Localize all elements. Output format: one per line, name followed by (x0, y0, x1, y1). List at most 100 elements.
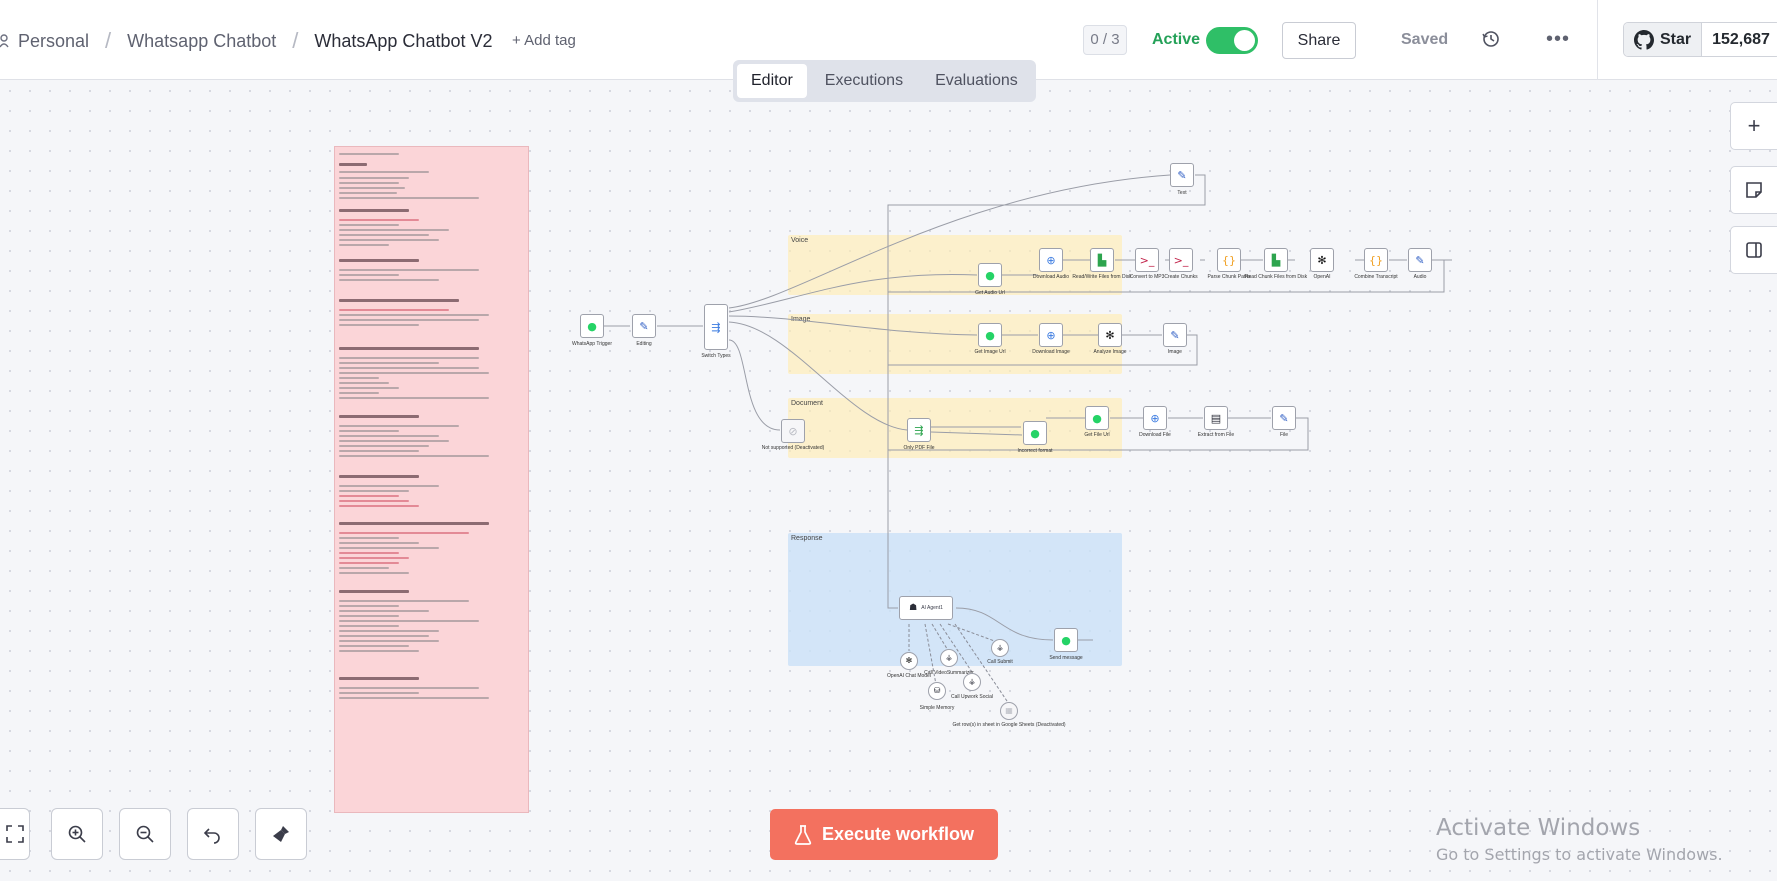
get-row-sheet-node[interactable]: ▦ (1000, 702, 1018, 720)
openai-transcribe-node[interactable]: ✻ (1310, 248, 1334, 272)
sticky-note-text-line (339, 620, 479, 622)
reset-zoom-button[interactable] (187, 808, 239, 860)
sticky-note-text-line (339, 542, 419, 544)
sticky-note-text-line (339, 590, 409, 593)
sticky-note-text-line (339, 163, 367, 166)
breadcrumb-folder[interactable]: Whatsapp Chatbot (127, 30, 277, 51)
workflow-canvas[interactable] (0, 81, 1777, 881)
sticky-note-text-line (339, 387, 399, 389)
sticky-note-text-line (339, 319, 479, 321)
tab-evaluations[interactable]: Evaluations (935, 72, 1018, 89)
sticky-note-text-line (339, 495, 399, 497)
sticky-note-text-line (339, 600, 469, 602)
breadcrumb-project[interactable]: Personal (18, 30, 90, 51)
download-audio-node[interactable]: ⊕ (1039, 248, 1063, 272)
sticky-note-text-line (339, 522, 489, 525)
get-file-url-node[interactable]: ● (1085, 406, 1109, 430)
download-file-node[interactable]: ⊕ (1143, 406, 1167, 430)
share-button[interactable]: Share (1282, 22, 1356, 59)
execute-workflow-button[interactable]: Execute workflow (770, 809, 998, 860)
group-document[interactable]: Document (788, 398, 1122, 458)
call-summarizer-node[interactable]: ⚶ (940, 649, 958, 667)
create-chunks-node[interactable]: >_ (1169, 248, 1193, 272)
image-node[interactable]: ✎ (1163, 323, 1187, 347)
file-node[interactable]: ✎ (1272, 406, 1296, 430)
toggle-knob (1234, 30, 1255, 51)
tab-executions[interactable]: Executions (824, 72, 904, 89)
get-image-url-node[interactable]: ● (978, 323, 1002, 347)
read-chunk-files-node[interactable]: ▙ (1264, 248, 1288, 272)
github-star-button[interactable]: Star (1624, 23, 1702, 56)
convert-mp3-node[interactable]: >_ (1135, 248, 1159, 272)
combine-transcript-node[interactable]: {} (1364, 248, 1388, 272)
download-image-node[interactable]: ⊕ (1039, 323, 1063, 347)
tab-editor[interactable]: Editor (737, 64, 807, 98)
zoom-in-button[interactable] (51, 808, 103, 860)
watermark-subtitle: Go to Settings to activate Windows. (1436, 845, 1723, 864)
add-node-button[interactable]: + (1730, 102, 1777, 150)
get-audio-url-node[interactable]: ● (978, 263, 1002, 287)
switch-node[interactable]: ⇶ (704, 304, 728, 350)
github-star-widget[interactable]: Star 152,687 (1623, 22, 1777, 57)
sticky-note-text-line (339, 367, 479, 369)
whatsapp-trigger-node[interactable]: ● (580, 314, 604, 338)
history-icon[interactable] (1481, 29, 1501, 49)
node-label: Call Submit (987, 659, 1013, 665)
fit-view-button[interactable] (0, 808, 30, 860)
send-message-node[interactable]: ● (1054, 628, 1078, 652)
file-icon: ▙ (1097, 253, 1107, 267)
saved-status: Saved (1401, 31, 1449, 48)
sticky-note-text-line (339, 677, 419, 680)
tidy-up-button[interactable] (255, 808, 307, 860)
node-label: Call Upwork Social (951, 694, 993, 700)
broom-icon (273, 826, 289, 842)
sticky-note-text-line (339, 557, 409, 559)
sticky-note-text-line (339, 314, 489, 316)
parse-chunk-paths-node[interactable]: {} (1217, 248, 1241, 272)
sticky-note-text-line (339, 299, 459, 302)
more-options-icon[interactable]: ••• (1546, 28, 1571, 50)
breadcrumb-separator: / (105, 28, 112, 53)
fullscreen-icon (6, 825, 24, 843)
sticky-note-text-line (339, 490, 409, 492)
sticky-note-text-line (339, 630, 439, 632)
sticky-note-text-line (339, 547, 439, 549)
add-tag-button[interactable]: + Add tag (512, 32, 576, 49)
text-node[interactable]: ✎ (1170, 163, 1194, 187)
panel-icon (1746, 242, 1762, 258)
extract-from-file-node[interactable]: ▤ (1204, 406, 1228, 430)
audio-node[interactable]: ✎ (1408, 248, 1432, 272)
add-sticky-button[interactable] (1730, 166, 1777, 214)
incorrect-format-node[interactable]: ● (1023, 421, 1047, 445)
not-supported-node[interactable]: ⊘ (781, 419, 805, 443)
view-tabs: Editor Executions Evaluations (733, 60, 1036, 102)
call-upwork-social-node[interactable]: ⚶ (963, 673, 981, 691)
active-toggle[interactable] (1206, 27, 1258, 54)
editing-node[interactable]: ✎ (632, 314, 656, 338)
database-icon: ⛁ (933, 686, 941, 695)
only-pdf-node[interactable]: ⇶ (907, 418, 931, 442)
node-label: Simple Memory (919, 705, 955, 711)
ai-agent-node[interactable]: ☗ AI Agent1 (899, 596, 953, 620)
terminal-icon: >_ (1139, 253, 1155, 267)
sticky-note-text-line (339, 450, 419, 452)
analyze-image-node[interactable]: ✻ (1098, 323, 1122, 347)
group-image[interactable]: Image (788, 314, 1122, 374)
toggle-panel-button[interactable] (1730, 226, 1777, 274)
node-label: Read/Write Files from Disk (1072, 274, 1132, 280)
node-label: Image (1168, 349, 1182, 355)
disabled-icon: ⊘ (788, 424, 798, 438)
sticky-note-text-line (339, 382, 389, 384)
sticky-note-text-line (339, 224, 399, 226)
sticky-note-text-line (339, 397, 489, 399)
zoom-out-button[interactable] (119, 808, 171, 860)
group-voice[interactable]: Voice (788, 235, 1122, 295)
sticky-note-setup-guide[interactable] (334, 146, 529, 813)
read-write-files-node[interactable]: ▙ (1090, 248, 1114, 272)
openai-chat-model-node[interactable]: ✻ (900, 652, 918, 670)
call-submit-node[interactable]: ⚶ (991, 639, 1009, 657)
github-star-count: 152,687 (1702, 23, 1777, 56)
workflow-name[interactable]: WhatsApp Chatbot V2 (314, 30, 493, 51)
simple-memory-node[interactable]: ⛁ (928, 682, 946, 700)
node-label: Only PDF File (903, 445, 935, 451)
